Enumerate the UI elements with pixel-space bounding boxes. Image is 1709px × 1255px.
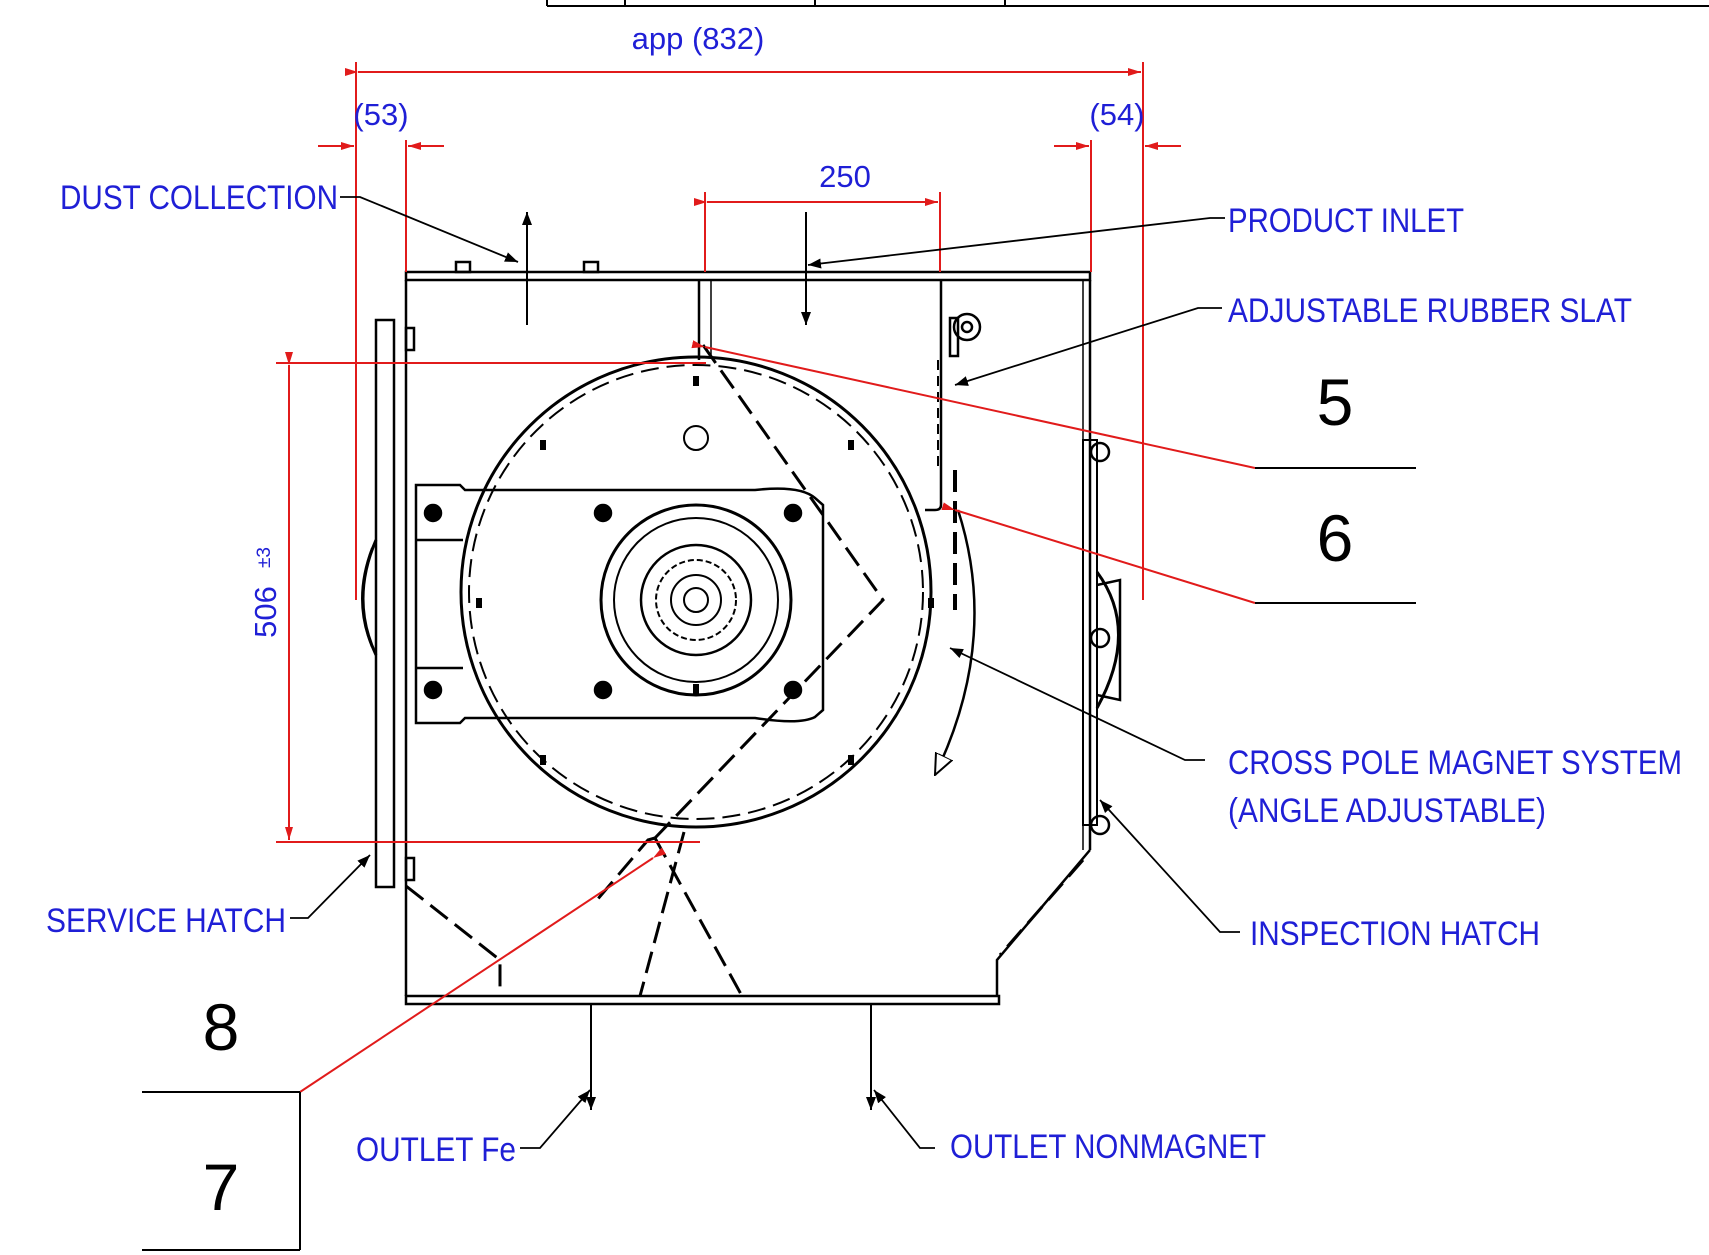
rotation-arrow xyxy=(933,509,976,775)
callout-7: 7 xyxy=(203,1150,240,1224)
flow-arrows xyxy=(522,212,876,1110)
dim-inlet-width: 250 xyxy=(819,159,871,194)
dim-left-offset: (53) xyxy=(353,97,408,132)
component-labels: DUST COLLECTION PRODUCT INLET ADJUSTABLE… xyxy=(46,179,1682,1169)
separator-housing xyxy=(361,260,1122,1006)
dimension-texts: app (832) (53) (54) 250 506 ±3 xyxy=(248,21,1145,638)
label-dust-collection: DUST COLLECTION xyxy=(60,179,338,217)
title-block-fragment xyxy=(546,0,1709,7)
callout-5: 5 xyxy=(1317,365,1354,439)
dim-right-offset: (54) xyxy=(1089,97,1144,132)
dimension-lines xyxy=(276,62,1416,1093)
hidden-lines xyxy=(405,344,1085,997)
dim-height-tolerance: ±3 xyxy=(254,547,275,568)
callout-8: 8 xyxy=(203,990,240,1064)
label-outlet-fe: OUTLET Fe xyxy=(356,1131,516,1169)
callout-6: 6 xyxy=(1317,501,1354,575)
label-leaders xyxy=(290,196,1240,1149)
label-angle-adjustable: (ANGLE ADJUSTABLE) xyxy=(1228,792,1546,830)
label-product-inlet: PRODUCT INLET xyxy=(1228,202,1464,240)
label-cross-pole-magnet: CROSS POLE MAGNET SYSTEM xyxy=(1228,744,1682,782)
drum-markings xyxy=(476,376,934,765)
callout-box-7-8 xyxy=(142,1091,301,1251)
dim-height: 506 xyxy=(248,586,283,638)
label-adjustable-rubber-slat: ADJUSTABLE RUBBER SLAT xyxy=(1228,292,1632,330)
label-inspection-hatch: INSPECTION HATCH xyxy=(1250,915,1540,953)
callout-numbers: 5 6 8 7 xyxy=(203,365,1354,1224)
dim-overall-width: app (832) xyxy=(632,21,765,56)
label-outlet-nonmagnet: OUTLET NONMAGNET xyxy=(950,1128,1266,1166)
label-service-hatch: SERVICE HATCH xyxy=(46,902,286,940)
